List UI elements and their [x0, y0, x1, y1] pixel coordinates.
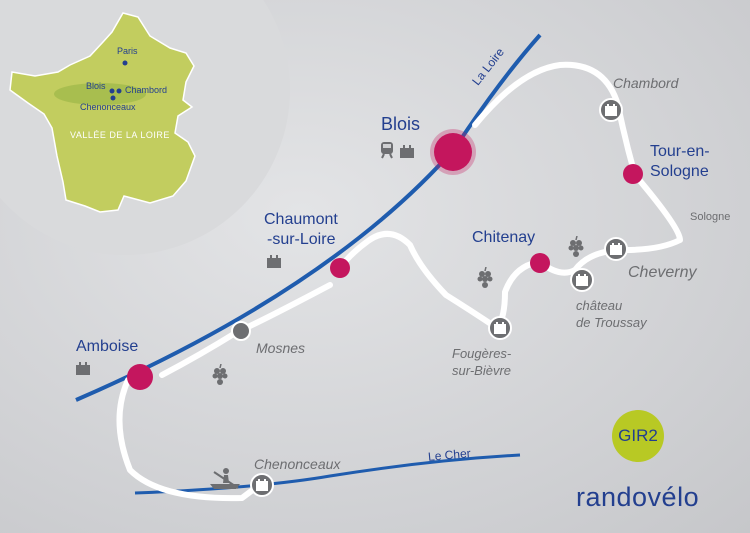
label-chenonceaux: Chenonceaux — [254, 456, 341, 472]
stop-mosnes — [231, 321, 251, 341]
gir-badge: GIR2 — [612, 410, 664, 462]
stop-tour-en-sologne — [623, 164, 643, 184]
label-troussay-1: château — [576, 298, 623, 313]
stop-amboise — [127, 364, 153, 390]
label-blois: Blois — [381, 114, 421, 134]
label-fougeres-1: Fougères- — [452, 346, 512, 361]
label-cheverny: Cheverny — [628, 264, 697, 281]
label-chaumont-2: -sur-Loire — [267, 231, 336, 248]
label-amboise: Amboise — [76, 338, 139, 355]
castle-icon — [400, 145, 414, 158]
canoe-icon — [210, 468, 240, 489]
inset-dot-blois — [109, 88, 115, 94]
grapes-icon — [212, 364, 228, 385]
stop-chitenay — [530, 253, 550, 273]
grapes-icon — [477, 267, 493, 288]
label-troussay-2: de Troussay — [576, 315, 647, 330]
france-shape — [9, 12, 196, 213]
waypoint-troussay — [570, 268, 594, 292]
inset-label-chambord: Chambord — [125, 85, 168, 95]
loire-river — [75, 33, 542, 402]
inset-label-paris: Paris — [117, 46, 138, 56]
inset-label-blois: Blois — [86, 81, 106, 91]
brand-logo: randovélo — [576, 482, 700, 512]
label-chaumont-1: Chaumont — [264, 211, 338, 228]
inset-dot-paris — [122, 60, 128, 66]
label-tour-1: Tour-en- — [650, 143, 710, 160]
inset-label-chenonceaux: Chenonceaux — [80, 102, 136, 112]
loire-valley-area — [54, 83, 146, 105]
inset-dot-chenonceaux — [110, 95, 116, 101]
stop-chaumont — [330, 258, 350, 278]
label-chitenay: Chitenay — [472, 229, 536, 246]
label-mosnes: Mosnes — [256, 340, 306, 356]
river-label-cher: Le Cher — [427, 446, 472, 464]
grapes-icon — [568, 236, 584, 257]
waypoint-cheverny — [604, 237, 628, 261]
cher-river — [134, 453, 521, 495]
waypoint-chenonceaux — [250, 473, 274, 497]
inset-dot-chambord — [116, 88, 122, 94]
inset-region-label: VALLÉE DE LA LOIRE — [70, 130, 170, 140]
castle-icon — [76, 362, 90, 375]
stop-blois-glow — [430, 129, 476, 175]
stop-blois — [434, 133, 472, 171]
waypoint-fougeres — [488, 316, 512, 340]
label-sologne: Sologne — [690, 211, 731, 223]
castle-icon — [267, 255, 281, 268]
train-icon — [381, 142, 393, 159]
label-tour-2: Sologne — [650, 163, 709, 180]
label-fougeres-2: sur-Bièvre — [452, 363, 512, 378]
label-chambord: Chambord — [613, 75, 679, 91]
waypoint-chambord — [599, 98, 623, 122]
